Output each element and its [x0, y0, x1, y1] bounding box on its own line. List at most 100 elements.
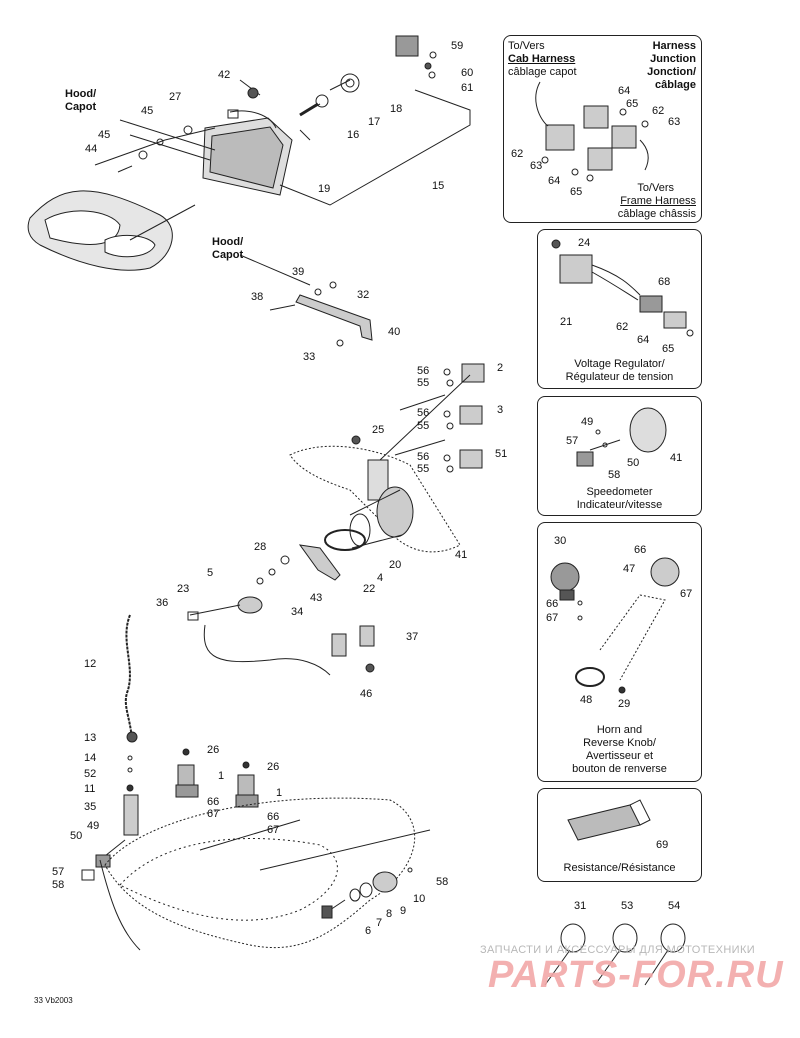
hood-label-en: Hood/ [65, 88, 97, 100]
horn-caption-1: Horn and [596, 724, 643, 736]
frame-to-label: To/Vers [637, 182, 674, 194]
cab-to-label: To/Vers [508, 40, 545, 52]
resistance-box [537, 788, 702, 882]
callout: 40 [388, 326, 401, 338]
callout: 39 [292, 266, 305, 278]
callout: 31 [574, 900, 587, 912]
frame-harness-fr-label: câblage châssis [617, 208, 696, 220]
callout: 20 [389, 559, 402, 571]
callout: 34 [291, 606, 304, 618]
callout: 4 [377, 572, 384, 584]
horn-caption-3: Avertisseur et [585, 750, 654, 762]
callout: 56 [417, 407, 430, 419]
hood-label-fr-2: Capot [212, 249, 244, 261]
callout: 13 [84, 732, 97, 744]
speedometer-box [537, 396, 702, 516]
callout: 24 [578, 237, 591, 249]
callout: 69 [656, 839, 669, 851]
callout: 50 [627, 457, 640, 469]
callout: 49 [581, 416, 594, 428]
callout: 29 [618, 698, 631, 710]
horn-reverse-knob-box [537, 522, 702, 782]
callout: 1 [218, 770, 225, 782]
callout: 54 [668, 900, 681, 912]
callout: 38 [251, 291, 264, 303]
callout: 23 [177, 583, 190, 595]
callout: 2 [497, 362, 504, 374]
callout: 44 [85, 143, 98, 155]
callout: 63 [530, 160, 543, 172]
callout: 48 [580, 694, 593, 706]
callout: 36 [156, 597, 169, 609]
callout: 41 [455, 549, 468, 561]
junction-label-4: câblage [655, 79, 696, 91]
callout: 26 [267, 761, 280, 773]
callout: 62 [616, 321, 629, 333]
callout: 64 [548, 175, 561, 187]
callout: 66 [634, 544, 647, 556]
callout: 33 [303, 351, 316, 363]
callout: 58 [608, 469, 621, 481]
horn-caption-4: bouton de renverse [572, 763, 667, 775]
junction-label-2: Junction [650, 53, 696, 65]
callout: 55 [417, 420, 430, 432]
callout: 68 [658, 276, 671, 288]
watermark-logo: PARTS-FOR.RU [488, 954, 784, 996]
callout: 67 [207, 808, 220, 820]
resistance-caption: Resistance/Résistance [563, 862, 676, 874]
drawing-code: 33 Vb2003 [34, 996, 73, 1005]
callout: 62 [511, 148, 524, 160]
callout: 30 [554, 535, 567, 547]
callout: 56 [417, 365, 430, 377]
callout: 43 [310, 592, 323, 604]
headlight-housing [202, 109, 293, 196]
callout: 62 [652, 105, 665, 117]
callout: 55 [417, 377, 430, 389]
callout: 65 [626, 98, 639, 110]
callout: 9 [400, 905, 407, 917]
frame-harness-label: Frame Harness [620, 195, 696, 207]
cab-harness-fr-label: câblage capot [508, 66, 577, 78]
callout: 8 [386, 908, 393, 920]
callout: 37 [406, 631, 419, 643]
hood-label-en-2: Hood/ [212, 236, 244, 248]
harness-junction-box [503, 35, 702, 223]
callout: 56 [417, 451, 430, 463]
callout: 47 [623, 563, 636, 575]
callout: 27 [169, 91, 182, 103]
callout: 55 [417, 463, 430, 475]
callout: 6 [365, 925, 372, 937]
callout: 25 [372, 424, 385, 436]
callout: 45 [98, 129, 111, 141]
callout: 51 [495, 448, 508, 460]
callout: 53 [621, 900, 634, 912]
callout: 45 [141, 105, 154, 117]
voltage-regulator-caption-en: Voltage Regulator/ [574, 358, 665, 370]
callout: 22 [363, 583, 376, 595]
voltage-regulator-caption-fr: Régulateur de tension [565, 371, 674, 383]
callout: 57 [52, 866, 65, 878]
callout: 66 [267, 811, 280, 823]
callout: 46 [360, 688, 373, 700]
callout: 65 [662, 343, 675, 355]
callout: 3 [497, 404, 504, 416]
callout: 66 [207, 796, 220, 808]
voltage-regulator-box [537, 229, 702, 389]
callout: 19 [318, 183, 331, 195]
callout: 67 [546, 612, 559, 624]
callout: 50 [70, 830, 83, 842]
callout: 10 [413, 893, 426, 905]
speedometer-caption-fr: Indicateur/vitesse [576, 499, 663, 511]
callout: 42 [218, 69, 231, 81]
callout: 16 [347, 129, 360, 141]
callout: 21 [560, 316, 573, 328]
callout: 63 [668, 116, 681, 128]
cab-harness-label: Cab Harness [508, 53, 576, 65]
speedometer-caption-en: Speedometer [586, 486, 653, 498]
callout: 64 [637, 334, 650, 346]
callout: 11 [84, 783, 96, 795]
watermark-caption: ЗАПЧАСТИ И АКСЕССУАРЫ ДЛЯ МОТОТЕХНИКИ [480, 944, 756, 956]
callout: 18 [390, 103, 403, 115]
